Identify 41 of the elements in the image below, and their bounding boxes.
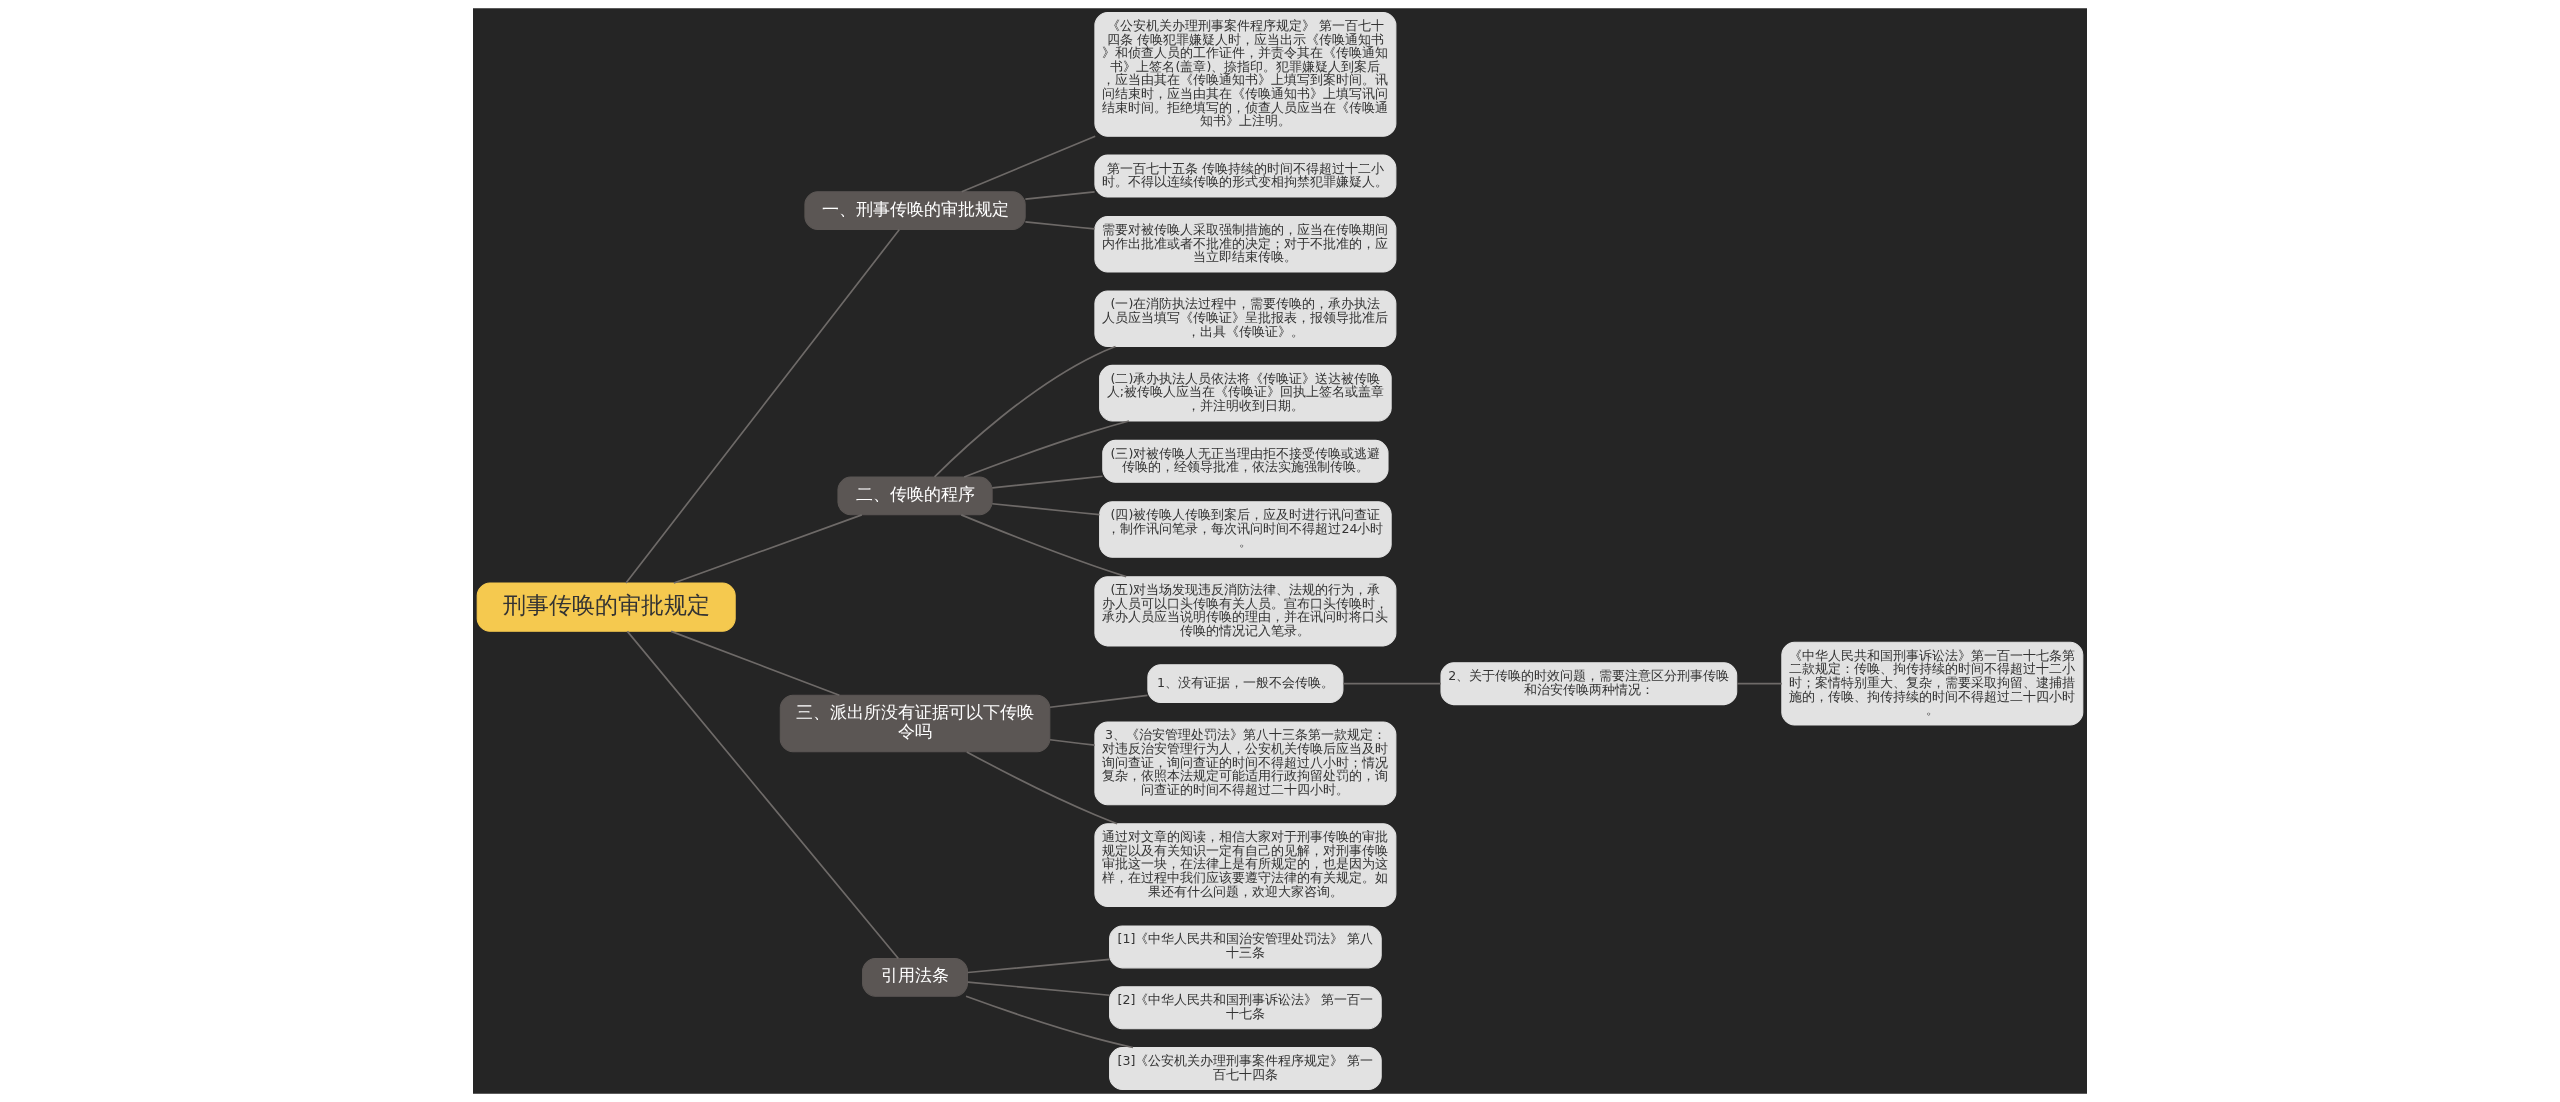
connector [960, 514, 1127, 578]
connector [1342, 682, 1442, 685]
node-box: 《中华人民共和国刑事诉讼法》第一百一十七条第二款规定：传唤、拘传持续的时间不得超过十二小时；案情特别重大、复杂，需要采取拘留、逮捕措施的，传唤、拘传持续的时间不得超过二十四小时。 [1781, 641, 2084, 726]
node-box: 刑事传唤的审批规定 [476, 582, 736, 632]
node-box: 引用法条 [862, 957, 968, 997]
connector [933, 345, 1117, 478]
node-box: 通过对文章的阅读，相信大家对于刑事传唤的审批规定以及有关知识一定有自己的见解，对刑事传唤审批这一块，在法律上是有所规定的，也是因为这样，在过程中我们应该要遵守法律的有关规定。如果还有什么问题，欢迎大家咨询。 [1094, 823, 1397, 908]
node-box: (五)对当场发现违反消防法律、法规的行为，承办人员可以口头传唤有关人员。宣布口头传唤时，承办人员应当说明传唤的理由，并在讯问时将口头传唤的情况记入笔录。 [1094, 576, 1397, 647]
node-box: 三、派出所没有证据可以下传唤令吗 [779, 694, 1051, 753]
node-box: 3、《治安管理处罚法》第八十三条第一款规定：对违反治安管理行为人，公安机关传唤后应当及时询问查证，询问查证的时间不得超过八小时；情况复杂，依照本法规定可能适用行政拘留处罚的，询问查证的时间不得超过二十四小时。 [1094, 721, 1397, 806]
connector [626, 630, 900, 960]
connector [963, 420, 1130, 478]
connector [991, 502, 1101, 516]
connector [1049, 738, 1096, 747]
node-box: 一、刑事传唤的审批规定 [804, 191, 1026, 231]
node-box: 需要对被传唤人采取强制措施的，应当在传唤期间内作出批准或者不批准的决定；对于不批准的，应当立即结束传唤。 [1094, 215, 1397, 273]
node-box: 《公安机关办理刑事案件程序规定》 第一百七十四条 传唤犯罪嫌疑人时，应当出示《传唤通知书》和侦查人员的工作证件，并责令其在《传唤通知书》上签名(盖章)、捺指印。犯罪嫌疑人到案后，应当由其在《传唤通知书》上填写到案时间。讯问结束时，应当由其在《传唤通知书》上填写讯问结束时间。拒绝填写的，侦查人员应当在《传唤通知书》上注明。 [1094, 11, 1397, 137]
connector [965, 995, 1134, 1049]
connector [960, 135, 1097, 193]
connector [1024, 191, 1096, 200]
connector [672, 514, 863, 584]
node-box: [1]《中华人民共和国治安管理处罚法》 第八十三条 [1109, 925, 1382, 969]
connector [965, 751, 1118, 825]
node-box: 1、没有证据，一般不会传唤。 [1147, 664, 1344, 704]
connector [1024, 221, 1096, 230]
connector [1049, 694, 1149, 709]
connector [966, 958, 1111, 974]
connector [966, 981, 1111, 997]
node-box: 第一百七十五条 传唤持续的时间不得超过十二小时。不得以连续传唤的形式变相拘禁犯罪嫌疑人。 [1094, 154, 1397, 198]
node-box: (四)被传唤人传唤到案后，应及时进行讯问查证，制作讯问笔录，每次讯问时间不得超过24小时。 [1099, 501, 1392, 558]
node-box: 2、关于传唤的时效问题，需要注意区分刑事传唤和治安传唤两种情况： [1440, 662, 1738, 706]
node-box: (三)对被传唤人无正当理由拒不接受传唤或逃避传唤的，经领导批准，依法实施强制传唤。 [1102, 439, 1389, 483]
node-box: [3]《公安机关办理刑事案件程序规定》 第一百七十四条 [1109, 1047, 1382, 1091]
connector [1736, 682, 1783, 685]
connector [670, 630, 841, 697]
node-box: (二)承办执法人员依法将《传唤证》送达被传唤人;被传唤人应当在《传唤证》回执上签名或盖章，并注明收到日期。 [1099, 364, 1392, 422]
node-box: 二、传唤的程序 [837, 476, 993, 516]
node-box: [2]《中华人民共和国刑事诉讼法》 第一百一十七条 [1109, 986, 1382, 1030]
connector [991, 475, 1104, 489]
node-box: (一)在消防执法过程中，需要传唤的，承办执法人员应当填写《传唤证》呈批报表，报领导批准后，出具《传唤证》。 [1094, 290, 1397, 348]
connector [625, 228, 901, 584]
